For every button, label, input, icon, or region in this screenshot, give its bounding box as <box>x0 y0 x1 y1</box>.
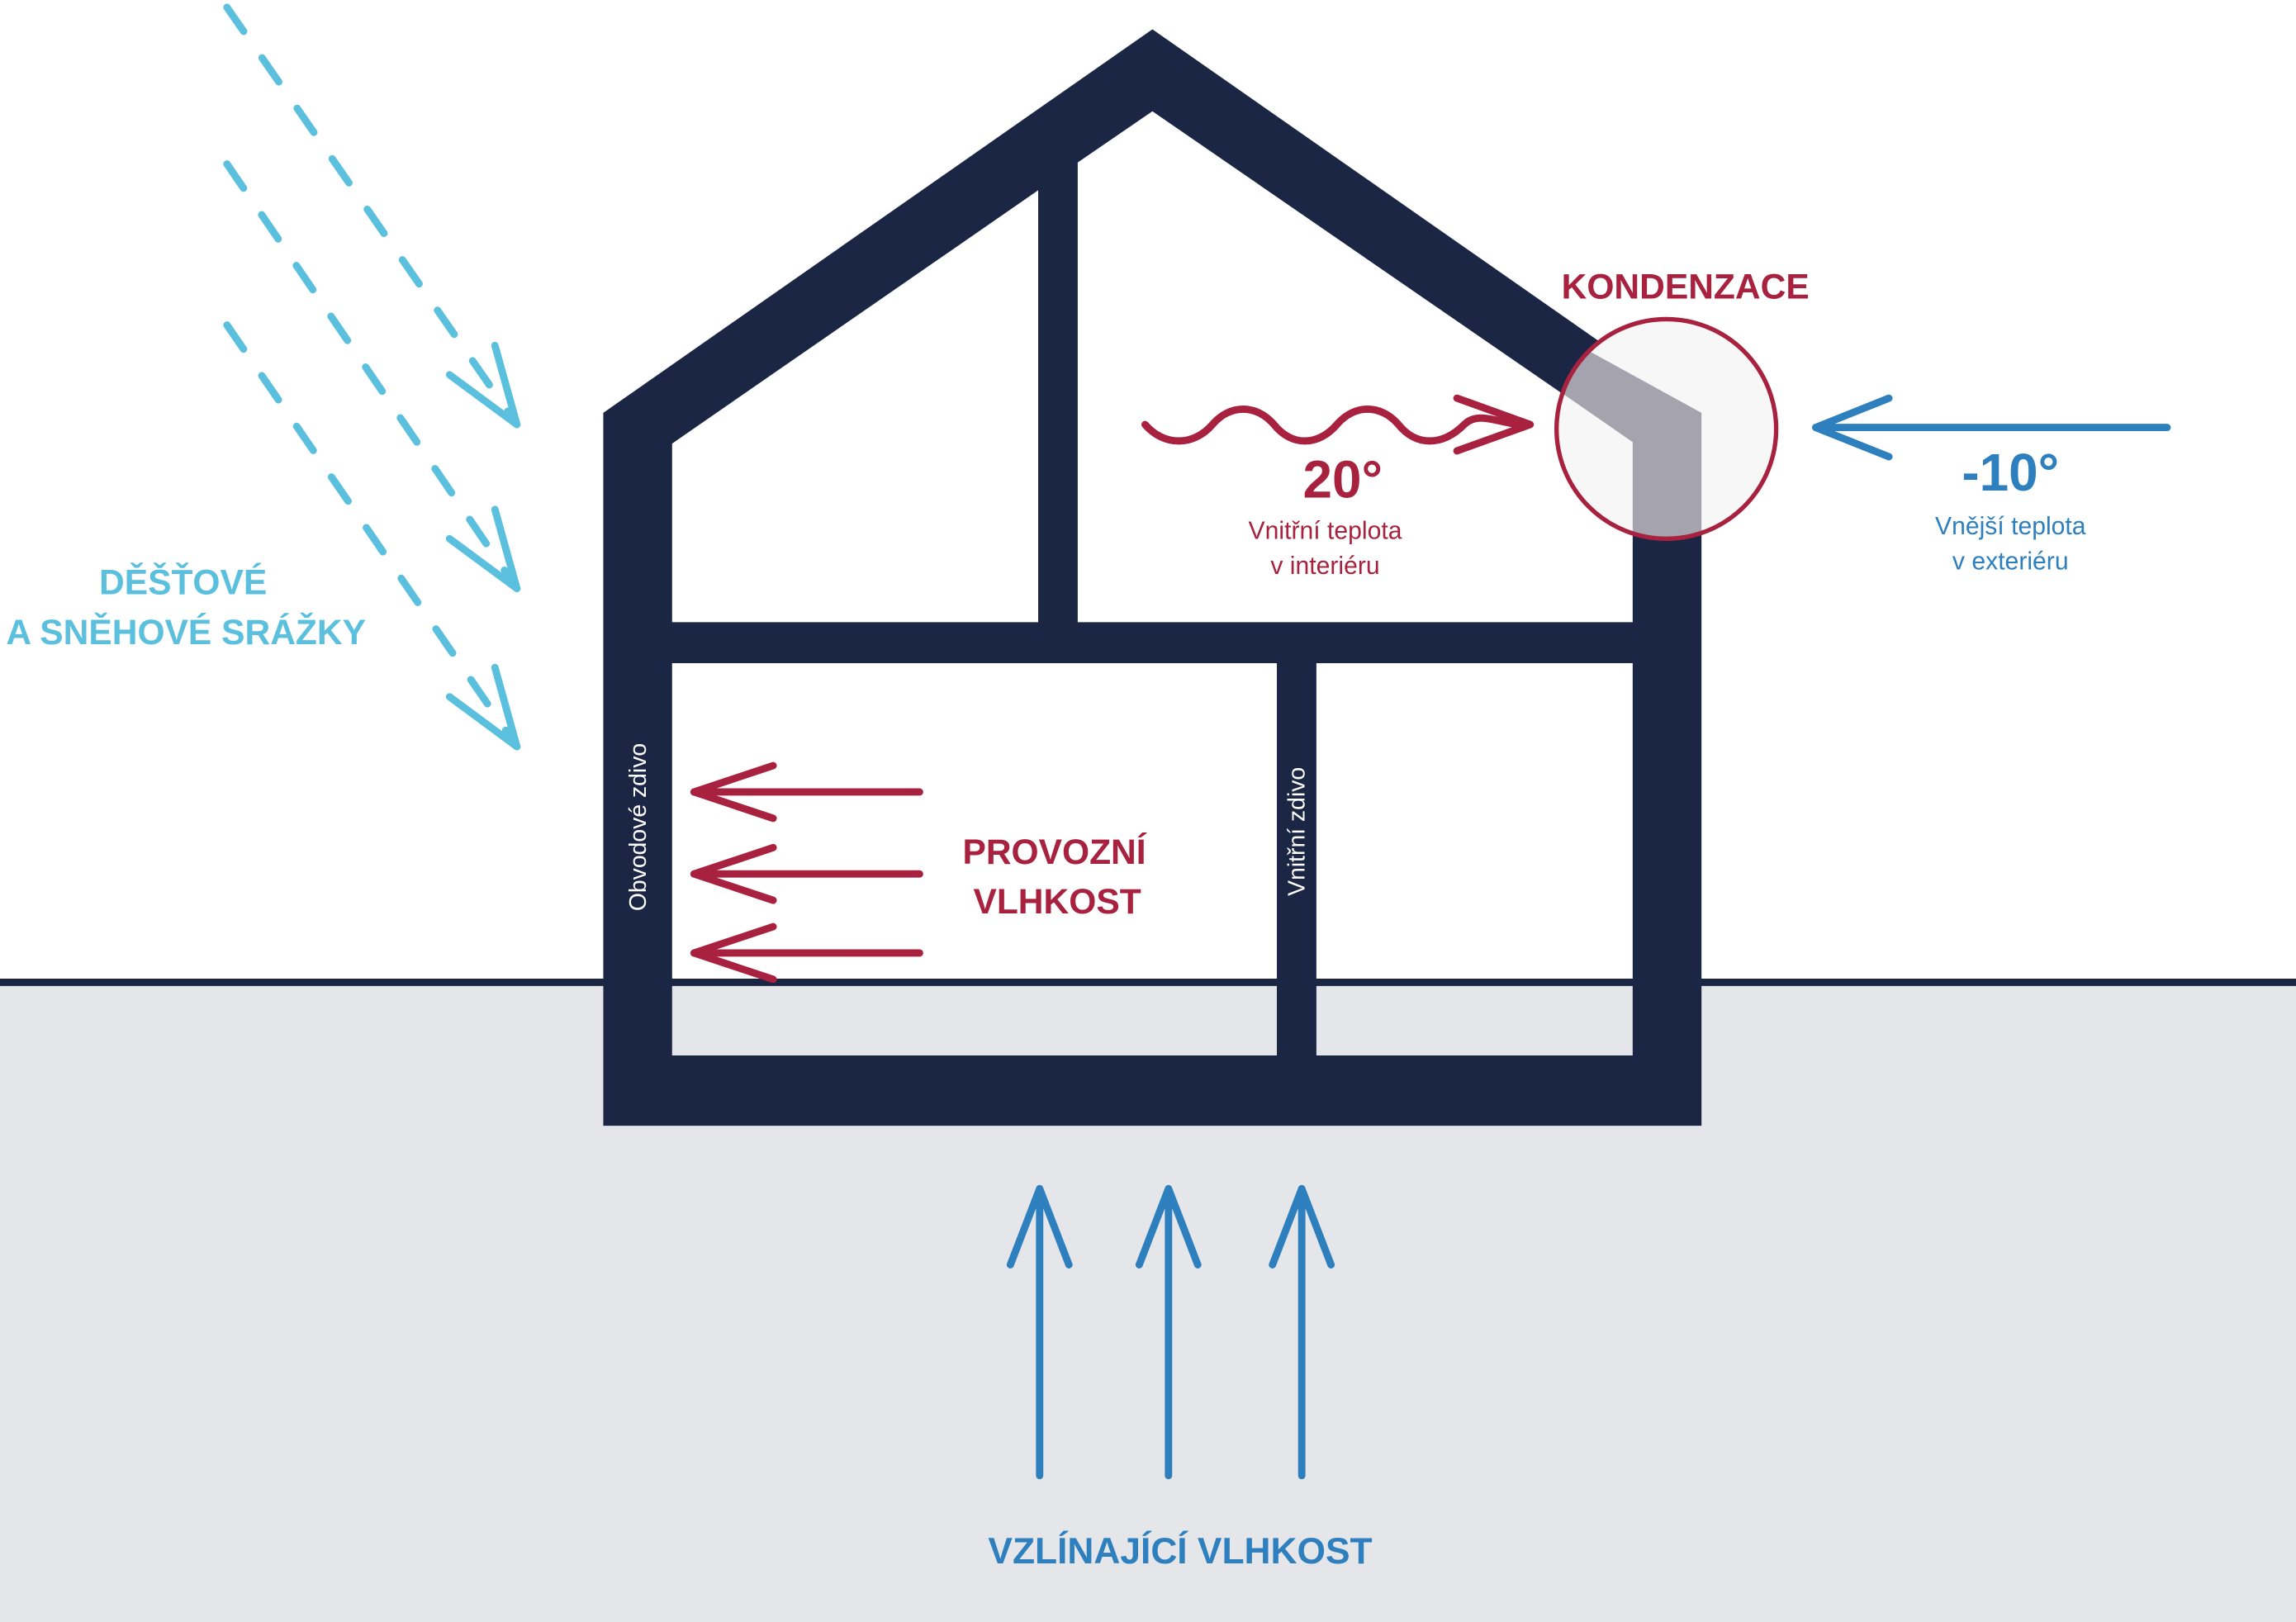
operational-moisture-2: VLHKOST <box>973 882 1141 922</box>
dashed-arrow-icon <box>223 160 521 593</box>
house-outline <box>603 29 1702 1126</box>
arrow-left-icon <box>690 761 923 823</box>
outside-temperature: -10° <box>1962 443 2059 502</box>
wavy-arrow-icon <box>1141 394 1535 455</box>
arrow-left-icon <box>690 922 923 984</box>
condensation-label: KONDENZACE <box>1562 268 1810 307</box>
inside-temperature: 20° <box>1303 450 1383 510</box>
condensation-zone <box>1554 316 1779 541</box>
arrow-left-icon <box>1812 394 2171 461</box>
operational-moisture-1: PROVOZNÍ <box>962 832 1146 872</box>
arrow-up-icon <box>1006 1184 1073 1480</box>
svg-text:A SNĚHOVÉ SRÁŽKY: A SNĚHOVÉ SRÁŽKY <box>6 612 366 652</box>
rain-label: DĚŠŤOVÉ A SNĚHOVÉ SRÁŽKY <box>6 562 366 652</box>
outside-temperature-desc-2: v exteriéru <box>1952 548 2069 576</box>
rising-moisture-arrows <box>1006 1184 1335 1480</box>
arrow-up-icon <box>1135 1184 1202 1480</box>
dashed-arrow-icon <box>223 321 521 751</box>
arrow-left-icon <box>690 843 923 904</box>
rising-damp-label: VZLÍNAJÍCÍ VLHKOST <box>988 1530 1372 1572</box>
inside-temperature-desc-1: Vnitřní teplota <box>1249 517 1402 544</box>
inside-temperature-desc-2: v interiéru <box>1270 553 1379 580</box>
inner-wall-label: Vnitřní zdivo <box>1284 767 1311 896</box>
circle-highlight-icon <box>1554 316 1779 541</box>
arrow-up-icon <box>1269 1184 1335 1480</box>
dashed-arrow-icon <box>223 3 521 429</box>
svg-text:DĚŠŤOVÉ: DĚŠŤOVÉ <box>99 562 267 603</box>
outside-temperature-desc-1: Vnější teplota <box>1935 513 2086 540</box>
rain-arrows <box>223 3 521 751</box>
outer-wall-label: Obvodové zdivo <box>625 743 652 911</box>
indoor-moisture-arrows <box>690 761 923 984</box>
